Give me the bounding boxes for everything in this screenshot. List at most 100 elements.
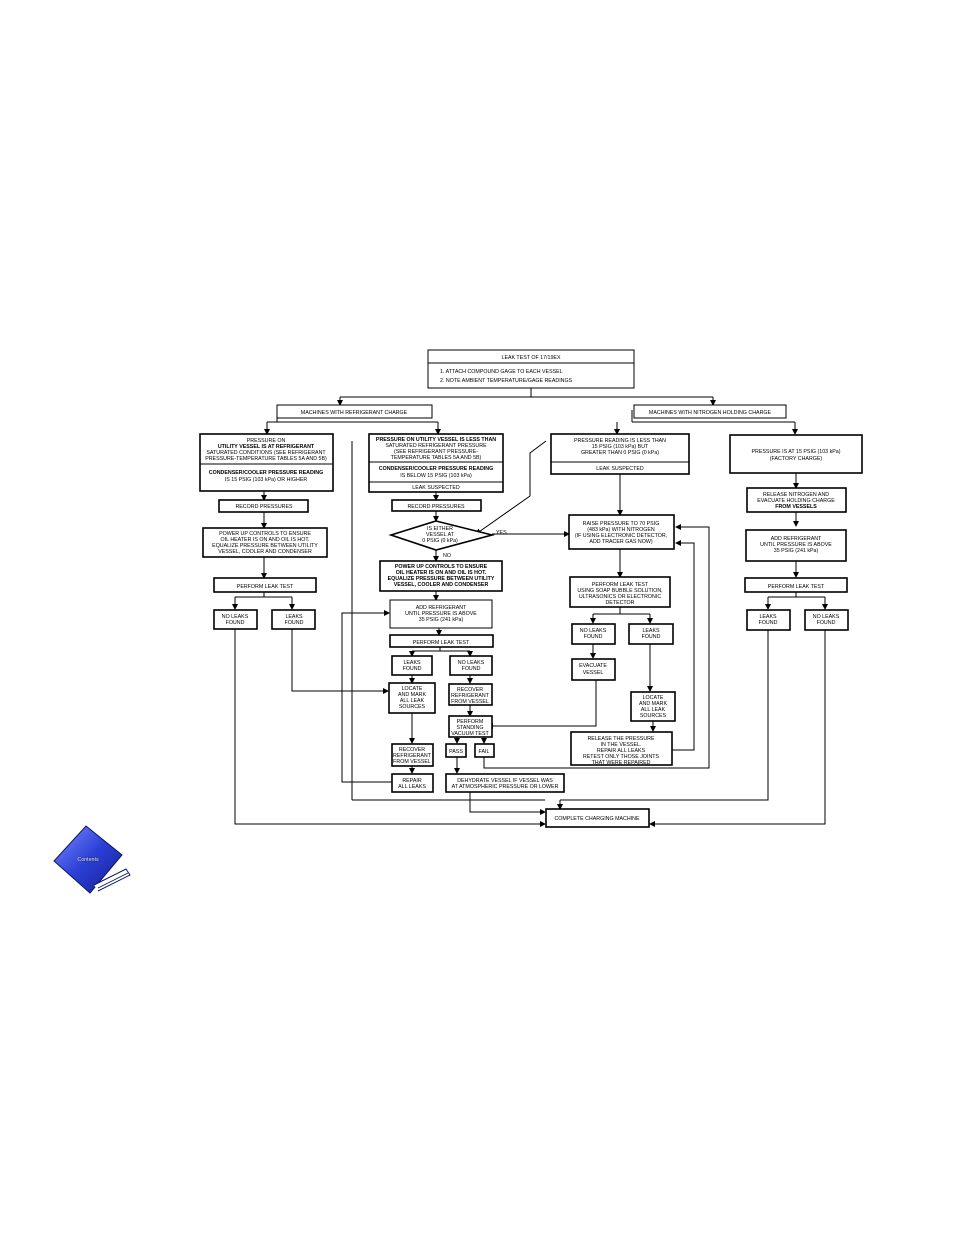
condenser-reading-line-2: IS 15 PSIG (103 kPa) OR HIGHER [225, 477, 308, 483]
standing-vacuum-line-1: PERFORM [457, 719, 484, 725]
locate-mark-n2-line-3: ALL LEAK [641, 707, 666, 713]
locate-mark-n2-line-4: SOURCES [640, 713, 667, 719]
pass-label: PASS [449, 749, 463, 755]
pass-box: PASS [445, 743, 467, 758]
perform-leak-right-box: PERFORM LEAK TEST [744, 577, 848, 593]
recover-refrigerant-2-line-1: RECOVER [399, 747, 425, 753]
nitrogen-branch-label: MACHINES WITH NITROGEN HOLDING CHARGE [649, 410, 772, 416]
title-box-title: LEAK TEST OF 17/19EX [502, 355, 561, 361]
perform-leak-right-label: PERFORM LEAK TEST [768, 584, 825, 590]
perform-leak-n2-box: PERFORM LEAK TEST USING SOAP BUBBLE SOLU… [569, 576, 671, 608]
record-pressures-mid-label: RECORD PRESSURES [407, 504, 465, 510]
raise-pressure-line-3: (IF USING ELECTRONIC DETECTOR, [575, 533, 667, 539]
recover-refrigerant-2-line-3: FROM VESSEL [393, 759, 431, 765]
no-leaks-left-line-1: NO LEAKS [222, 614, 249, 620]
no-leaks-right-line-1: NO LEAKS [813, 614, 840, 620]
perform-leak-n2-line-1: PERFORM LEAK TEST [592, 582, 649, 588]
perform-leak-left-box: PERFORM LEAK TEST [213, 577, 317, 593]
repair-all-box: REPAIR ALL LEAKS [391, 773, 434, 793]
decision-yes-label: YES [496, 530, 507, 536]
recover-refrigerant-2-box: RECOVER REFRIGERANT FROM VESSEL [391, 743, 434, 767]
repair-all-line-1: REPAIR [402, 778, 422, 784]
dehydrate-line-2: AT ATMOSPHERIC PRESSURE OR LOWER [452, 784, 559, 790]
pressure-less-line-1: PRESSURE ON UTILITY VESSEL IS LESS THAN [376, 437, 496, 443]
nitrogen-less-line-2: 15 PSIG (103 kPa) BUT [592, 444, 649, 450]
raise-pressure-line-4: ADD TRACER GAS NOW) [589, 539, 652, 545]
condenser-below-line-2: IS BELOW 15 PSIG (103 kPa) [400, 473, 472, 479]
perform-leak-left-label: PERFORM LEAK TEST [237, 584, 294, 590]
no-leaks-left-line-2: FOUND [226, 620, 245, 626]
pressure-saturated-line-1: PRESSURE ON [247, 438, 286, 444]
pressure-less-line-4: TEMPERATURE TABLES 5A AND 5B) [391, 455, 482, 461]
no-leaks-left-box: NO LEAKS FOUND [213, 609, 258, 630]
raise-pressure-box: RAISE PRESSURE TO 70 PSIG (483 kPa) WITH… [568, 514, 675, 550]
locate-mark-n2-line-2: AND MARK [639, 701, 667, 707]
add-refrigerant-right-box: ADD REFRIGERANT UNTIL PRESSURE IS ABOVE … [745, 529, 847, 562]
add-refrigerant-right-line-2: UNTIL PRESSURE IS ABOVE [760, 542, 832, 548]
power-up-left-line-4: VESSEL, COOLER AND CONDENSER [218, 549, 312, 555]
release-nitrogen-line-1: RELEASE NITROGEN AND [763, 492, 829, 498]
leaks-mid-box: LEAKS FOUND [391, 655, 433, 676]
recover-refrigerant-1-line-1: RECOVER [457, 687, 483, 693]
complete-charging-box: COMPLETE CHARGING MACHINE [545, 808, 650, 828]
add-refrigerant-mid-box: ADD REFRIGERANT UNTIL PRESSURE IS ABOVE … [389, 599, 493, 629]
recover-refrigerant-1-line-2: REFRIGERANT [451, 693, 490, 699]
power-up-mid-line-1: POWER UP CONTROLS TO ENSURE [395, 564, 488, 570]
release-pressure-line-2: IN THE VESSEL. [601, 742, 642, 748]
release-nitrogen-box: RELEASE NITROGEN AND EVACUATE HOLDING CH… [746, 487, 847, 513]
locate-mark-mid-line-1: LOCATE [402, 686, 423, 692]
power-up-left-box: POWER UP CONTROLS TO ENSURE OIL HEATER I… [202, 527, 328, 558]
power-up-mid-box: POWER UP CONTROLS TO ENSURE OIL HEATER I… [379, 560, 503, 592]
power-up-mid-line-2: OIL HEATER IS ON AND OIL IS HOT. [396, 570, 487, 576]
leaks-left-box: LEAKS FOUND [271, 609, 316, 630]
perform-leak-n2-line-3: ULTRASONICS OR ELECTRONIC [579, 594, 661, 600]
decision-no-label: NO [443, 553, 451, 559]
nitrogen-less-line-1: PRESSURE READING IS LESS THAN [574, 438, 666, 444]
evacuate-vessel-box: EVACUATE VESSEL [571, 658, 616, 681]
perform-leak-mid-label: PERFORM LEAK TEST [413, 640, 470, 646]
evacuate-vessel-line-2: VESSEL [583, 670, 604, 676]
leaks-left-line-2: FOUND [285, 620, 304, 626]
raise-pressure-line-2: (483 kPa) WITH NITROGEN [587, 527, 655, 533]
no-leaks-mid-line-1: NO LEAKS [458, 660, 485, 666]
release-pressure-line-1: RELEASE THE PRESSURE [587, 736, 654, 742]
no-leaks-n2-line-2: FOUND [584, 634, 603, 640]
add-refrigerant-right-line-3: 35 PSIG (241 kPa) [774, 548, 819, 554]
dehydrate-box: DEHYDRATE VESSEL IF VESSEL WAS AT ATMOSP… [445, 773, 565, 793]
nitrogen-less-box: PRESSURE READING IS LESS THAN 15 PSIG (1… [550, 433, 690, 475]
perform-leak-mid-box: PERFORM LEAK TEST [389, 634, 494, 648]
leak-suspected-label-1: LEAK SUSPECTED [412, 485, 460, 491]
no-leaks-right-line-2: FOUND [817, 620, 836, 626]
repair-all-line-2: ALL LEAKS [398, 784, 426, 790]
nitrogen-factory-line-2: (FACTORY CHARGE) [770, 456, 823, 462]
pressure-saturated-line-4: PRESSURE-TEMPERATURE TABLES 5A AND 5B) [205, 456, 327, 462]
power-up-left-line-1: POWER UP CONTROLS TO ENSURE [219, 531, 311, 537]
leaks-right-line-2: FOUND [759, 620, 778, 626]
pressure-less-line-3: (SEE REFRIGERANT PRESSURE- [394, 449, 478, 455]
recover-refrigerant-2-line-2: REFRIGERANT [393, 753, 432, 759]
locate-mark-mid-line-4: SOURCES [399, 704, 426, 710]
leaks-n2-line-2: FOUND [642, 634, 661, 640]
contents-button-label: Contents [77, 857, 99, 863]
fail-label: FAIL [479, 749, 490, 755]
standing-vacuum-line-3: VACUUM TEST [451, 731, 489, 737]
dehydrate-line-1: DEHYDRATE VESSEL IF VESSEL WAS [457, 778, 553, 784]
perform-leak-n2-line-4: DETECTOR [605, 600, 634, 606]
release-pressure-line-3: REPAIR ALL LEAKS [597, 748, 646, 754]
complete-charging-label: COMPLETE CHARGING MACHINE [554, 816, 640, 822]
title-box: LEAK TEST OF 17/19EX 1. ATTACH COMPOUND … [427, 349, 635, 389]
perform-leak-n2-line-2: USING SOAP BUBBLE SOLUTION, [577, 588, 662, 594]
fail-box: FAIL [474, 743, 495, 758]
locate-mark-mid-line-2: AND MARK [398, 692, 426, 698]
contents-button[interactable]: Contents [50, 825, 132, 895]
decision-line-3: 0 PSIG (0 kPa) [422, 538, 458, 544]
pressure-saturated-line-3: SATURATED CONDITIONS (SEE REFRIGERANT [206, 450, 326, 456]
leaks-right-box: LEAKS FOUND [746, 609, 791, 631]
add-refrigerant-right-line-1: ADD REFRIGERANT [771, 536, 822, 542]
title-box-step-1: 1. ATTACH COMPOUND GAGE TO EACH VESSEL [440, 369, 563, 375]
power-up-left-line-3: EQUALIZE PRESSURE BETWEEN UTILITY [212, 543, 318, 549]
leaks-mid-line-2: FOUND [403, 666, 422, 672]
record-pressures-left-box: RECORD PRESSURES [218, 499, 309, 513]
no-leaks-right-box: NO LEAKS FOUND [804, 609, 849, 631]
locate-mark-mid-line-3: ALL LEAK [400, 698, 425, 704]
